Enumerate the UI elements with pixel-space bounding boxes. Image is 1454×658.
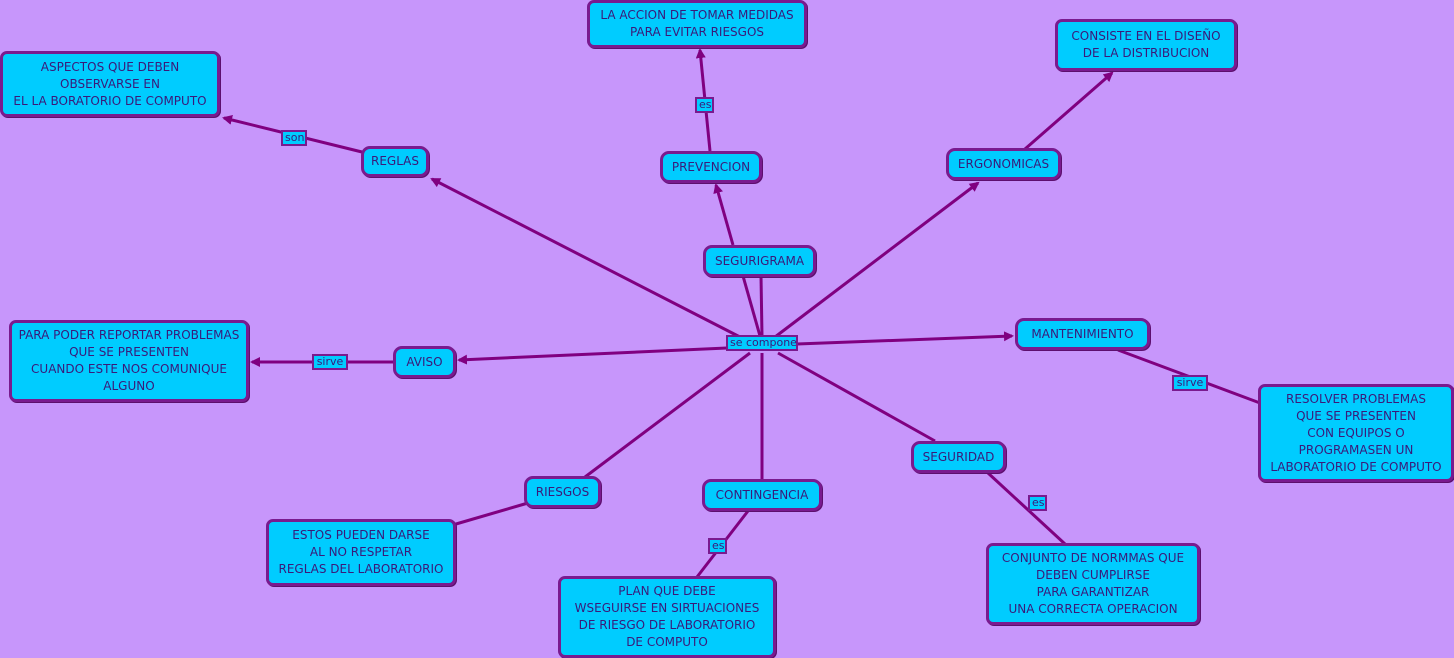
node-diseno[interactable]: CONSISTE EN EL DISEÑO DE LA DISTRIBUCION bbox=[1055, 19, 1237, 71]
edge-hub-reglas bbox=[430, 177, 741, 339]
edge-segurigrama-hub-2 bbox=[759, 275, 764, 337]
link-label-es-seguridad: es bbox=[1028, 495, 1047, 511]
edge-hub-aviso bbox=[457, 346, 728, 365]
edge-segurigrama-hub bbox=[741, 275, 762, 337]
edge-hub-seguridad bbox=[777, 351, 936, 443]
node-reportar[interactable]: PARA PODER REPORTAR PROBLEMAS QUE SE PRE… bbox=[9, 320, 249, 402]
node-ergonomicas[interactable]: ERGONOMICAS bbox=[946, 148, 1061, 180]
node-resolver[interactable]: RESOLVER PROBLEMAS QUE SE PRESENTEN CON … bbox=[1258, 384, 1454, 482]
hub-label-se-compone: se compone bbox=[726, 335, 798, 351]
node-aspectos[interactable]: ASPECTOS QUE DEBEN OBSERVARSE EN EL LA B… bbox=[0, 51, 220, 117]
edge-ergonomicas-diseno bbox=[1024, 71, 1114, 151]
node-conjunto[interactable]: CONJUNTO DE NORMMAS QUE DEBEN CUMPLIRSE … bbox=[986, 543, 1200, 625]
node-accion[interactable]: LA ACCION DE TOMAR MEDIDAS PARA EVITAR R… bbox=[587, 0, 807, 48]
node-aviso[interactable]: AVISO bbox=[393, 346, 456, 378]
link-label-es-prevencion: es bbox=[695, 97, 714, 113]
node-seguridad[interactable]: SEGURIDAD bbox=[911, 441, 1006, 473]
edge-hub-ergonomicas bbox=[774, 181, 980, 339]
edge-seguridad-conjunto bbox=[986, 471, 1067, 546]
node-estos[interactable]: ESTOS PUEDEN DARSE AL NO RESPETAR REGLAS… bbox=[266, 519, 456, 586]
link-label-son: son bbox=[281, 130, 307, 146]
edge-hub-riesgos bbox=[584, 351, 751, 479]
node-reglas[interactable]: REGLAS bbox=[361, 146, 429, 177]
node-prevencion[interactable]: PREVENCION bbox=[660, 151, 762, 183]
link-label-es-contingencia: es bbox=[708, 538, 727, 554]
edge-hub-prevencion bbox=[713, 183, 735, 246]
edge-hub-mantenimiento bbox=[796, 331, 1014, 346]
node-riesgos[interactable]: RIESGOS bbox=[524, 476, 601, 508]
link-label-sirve-mantenimiento: sirve bbox=[1172, 375, 1208, 391]
edge-riesgos-estos bbox=[455, 501, 529, 526]
link-label-sirve-aviso: sirve bbox=[312, 354, 348, 370]
node-contingencia[interactable]: CONTINGENCIA bbox=[702, 479, 822, 511]
node-mantenimiento[interactable]: MANTENIMIENTO bbox=[1015, 318, 1150, 350]
node-plan[interactable]: PLAN QUE DEBE WSEGUIRSE EN SIRTUACIONES … bbox=[558, 576, 776, 658]
node-segurigrama[interactable]: SEGURIGRAMA bbox=[703, 245, 816, 277]
